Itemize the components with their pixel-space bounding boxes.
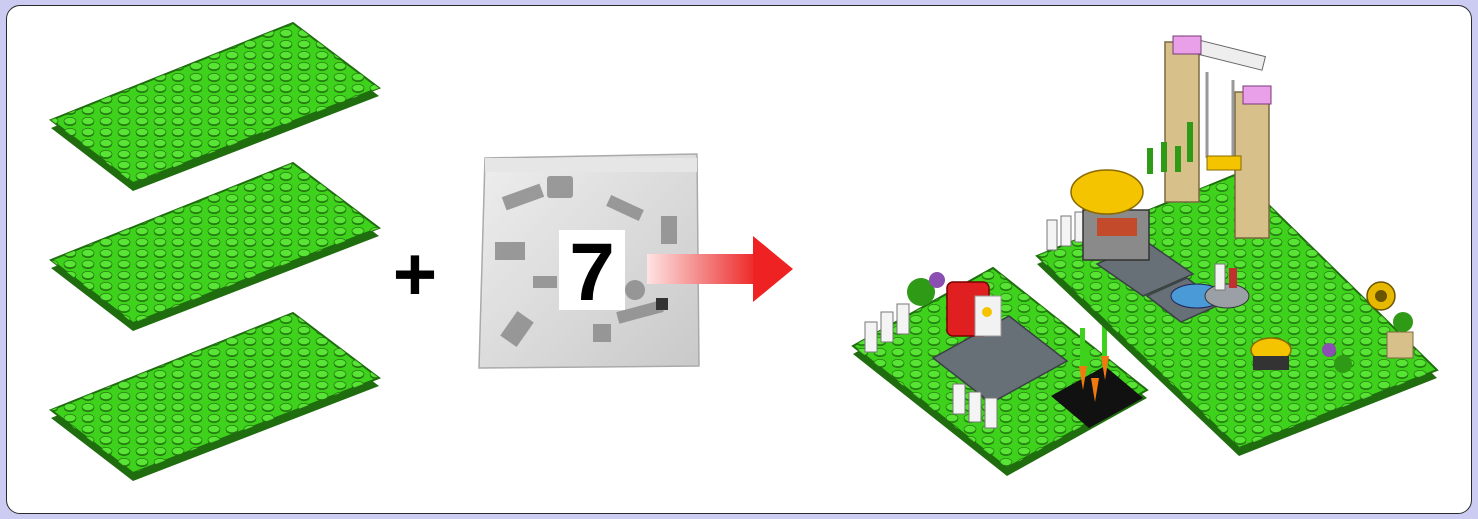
green-baseplate-icon [51, 23, 379, 191]
completed-garden-model-icon [853, 36, 1437, 476]
instruction-step-illustration: + 7 [7, 6, 1472, 514]
green-baseplate-icon [51, 313, 379, 481]
instruction-step-panel: + 7 [6, 5, 1472, 514]
bag-number: 7 [569, 227, 615, 318]
plus-sign: + [393, 232, 437, 317]
green-baseplate-icon [51, 163, 379, 331]
